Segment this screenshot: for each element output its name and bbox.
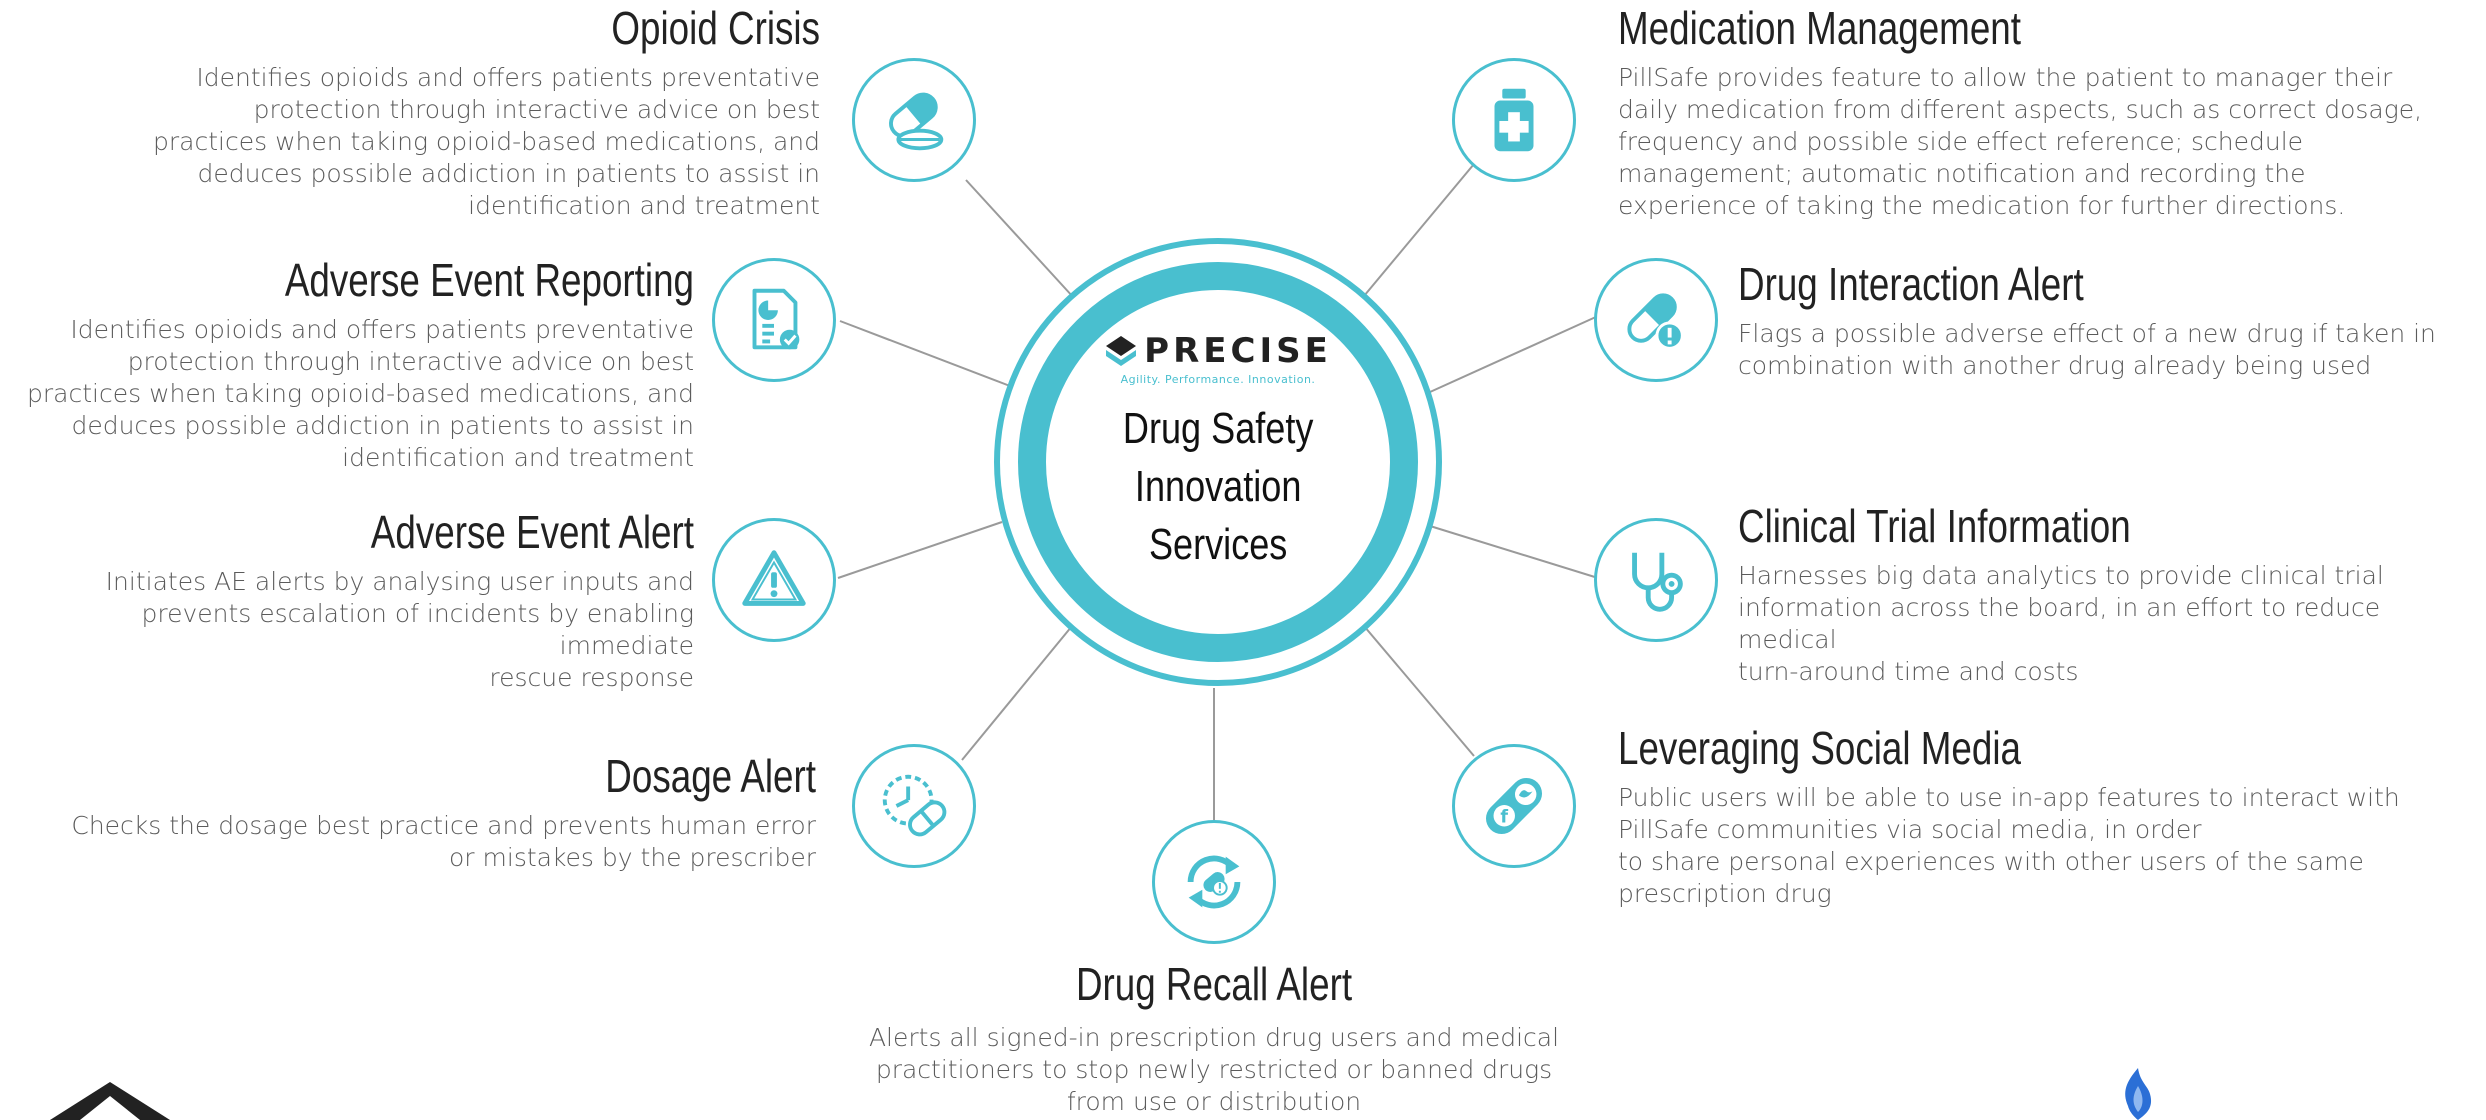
connector-adverse-event-reporting bbox=[839, 320, 1011, 387]
service-adverse-event-reporting: Adverse Event Reporting Identifies opioi… bbox=[0, 252, 694, 474]
connector-opioid-crisis bbox=[965, 179, 1075, 299]
service-clinical-trial-information: Clinical Trial Information Harnesses big… bbox=[1738, 498, 2478, 688]
connector-leveraging-social-media bbox=[1363, 625, 1475, 757]
capsule-alert-icon bbox=[1594, 258, 1718, 382]
svg-text:f: f bbox=[1500, 808, 1508, 828]
pill-capsule-icon bbox=[852, 58, 976, 182]
service-title: Clinical Trial Information bbox=[1738, 500, 2131, 552]
service-title: Medication Management bbox=[1618, 2, 2021, 54]
corner-logo-mark-icon bbox=[50, 1082, 170, 1120]
service-drug-recall-alert: Drug Recall Alert Alerts all signed-in p… bbox=[814, 956, 1614, 1118]
service-drug-interaction-alert: Drug Interaction Alert Flags a possible … bbox=[1738, 256, 2478, 382]
service-title: Drug Interaction Alert bbox=[1738, 258, 2084, 310]
brand-name: PRECISE bbox=[1144, 330, 1332, 371]
service-opioid-crisis: Opioid Crisis Identifies opioids and off… bbox=[40, 0, 820, 222]
connector-medication-management bbox=[1363, 163, 1475, 297]
hub-title: Drug Safety Innovation Services bbox=[1123, 400, 1314, 574]
precise-logo: PRECISE Agility. Performance. Innovation… bbox=[1104, 331, 1332, 386]
medicine-bottle-icon bbox=[1452, 58, 1576, 182]
service-description: Flags a possible adverse effect of a new… bbox=[1738, 319, 2436, 380]
service-adverse-event-alert: Adverse Event Alert Initiates AE alerts … bbox=[0, 504, 694, 694]
stethoscope-icon bbox=[1594, 518, 1718, 642]
service-description: Public users will be able to use in-app … bbox=[1618, 783, 2400, 908]
hub-title-line: Drug Safety bbox=[1122, 403, 1314, 453]
service-dosage-alert: Dosage Alert Checks the dosage best prac… bbox=[40, 748, 816, 874]
service-description: Identifies opioids and offers patients p… bbox=[27, 315, 694, 472]
report-document-icon bbox=[712, 258, 836, 382]
service-title: Leveraging Social Media bbox=[1618, 722, 2022, 774]
clock-pill-icon bbox=[852, 744, 976, 868]
brand-tagline: Agility. Performance. Innovation. bbox=[1120, 372, 1316, 386]
service-leveraging-social-media: Leveraging Social Media Public users wil… bbox=[1618, 720, 2478, 910]
hub-title-line: Innovation bbox=[1134, 461, 1302, 511]
connector-dosage-alert bbox=[961, 625, 1073, 761]
warning-triangle-icon bbox=[712, 518, 836, 642]
connector-drug-interaction-alert bbox=[1429, 315, 1599, 393]
precise-mark-icon bbox=[1106, 335, 1137, 366]
connector-adverse-event-alert bbox=[837, 521, 1003, 579]
service-medication-management: Medication Management PillSafe provides … bbox=[1618, 0, 2478, 222]
hub-center: PRECISE Agility. Performance. Innovation… bbox=[1018, 262, 1418, 662]
service-title: Adverse Event Reporting bbox=[284, 254, 694, 306]
service-description: Harnesses big data analytics to provide … bbox=[1738, 561, 2384, 686]
hub-title-line: Services bbox=[1148, 519, 1288, 569]
social-capsule-icon: f bbox=[1452, 744, 1576, 868]
service-description: Identifies opioids and offers patients p… bbox=[153, 63, 820, 220]
service-description: PillSafe provides feature to allow the p… bbox=[1618, 63, 2423, 220]
recall-cycle-icon bbox=[1152, 820, 1276, 944]
service-title: Drug Recall Alert bbox=[1075, 958, 1353, 1010]
connector-clinical-trial-information bbox=[1429, 525, 1599, 579]
service-description: Checks the dosage best practice and prev… bbox=[71, 811, 816, 872]
service-title: Dosage Alert bbox=[605, 750, 816, 802]
service-description: Initiates AE alerts by analysing user in… bbox=[105, 567, 694, 692]
flame-logo-icon bbox=[2125, 1068, 2152, 1120]
service-description: Alerts all signed-in prescription drug u… bbox=[868, 1023, 1560, 1116]
service-title: Opioid Crisis bbox=[611, 2, 820, 54]
service-title: Adverse Event Alert bbox=[370, 506, 694, 558]
